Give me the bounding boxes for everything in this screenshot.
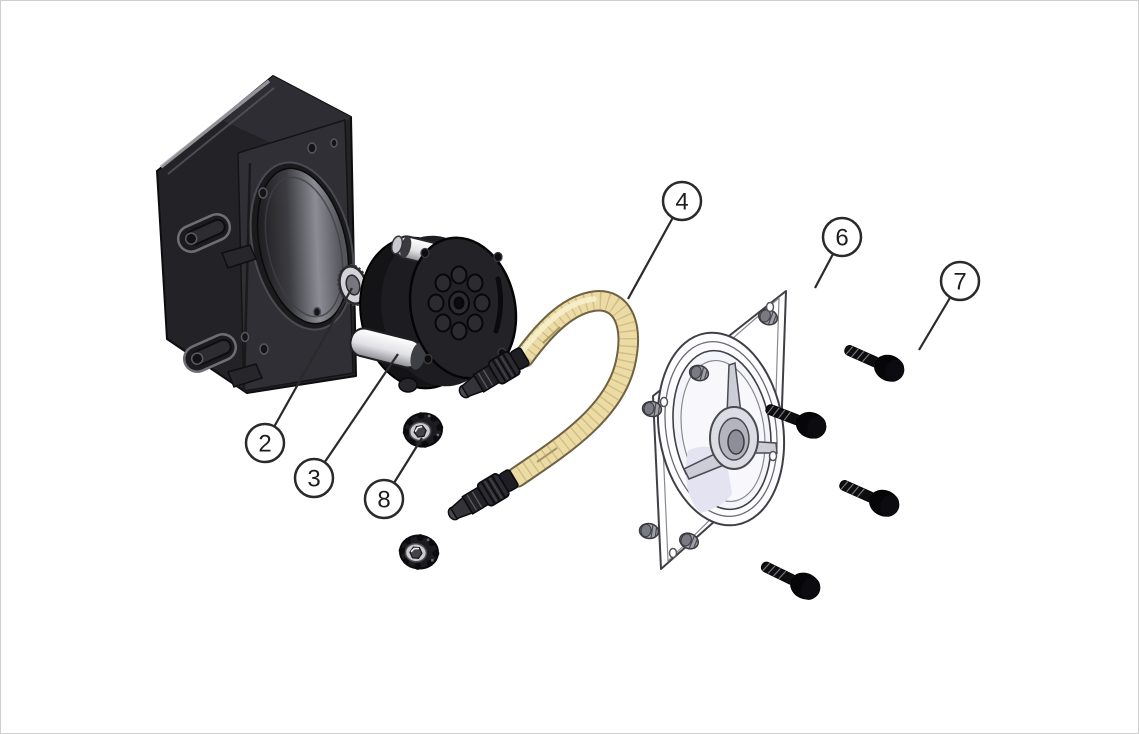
tube-fitting-bottom [447, 469, 519, 521]
callout-leader-2 [264, 287, 353, 444]
pump-tube [447, 290, 639, 521]
callout-layer: 2 3 4 6 7 8 [244, 180, 981, 520]
cover-corner-holes [659, 301, 778, 559]
callout-number-8: 8 [377, 487, 390, 514]
callout-leader-3 [313, 353, 399, 479]
pump-head-assembly [349, 235, 518, 393]
thumb-screw-1 [839, 336, 909, 387]
housing-mount-holes [240, 138, 338, 355]
tube-fitting-nut-2 [396, 531, 442, 573]
callout-number-3: 3 [307, 466, 320, 493]
callout-number-7: 7 [953, 269, 966, 296]
tube-fitting-top [458, 347, 530, 399]
callout-number-4: 4 [675, 189, 688, 216]
housing-slot-top [176, 213, 232, 253]
callout-balloon-6 [821, 216, 863, 258]
pump-roller-bottom [349, 327, 426, 370]
callout-balloon-2 [244, 422, 286, 464]
cover-boss [637, 521, 661, 541]
callout-number-6: 6 [835, 225, 848, 252]
pump-plate-screws [420, 247, 507, 365]
callout-balloon-7 [939, 260, 981, 302]
cover-rotor [682, 361, 778, 480]
thumb-screw-3 [834, 471, 904, 522]
motor-housing [156, 75, 357, 394]
pump-rotor-pattern [427, 265, 491, 341]
callout-balloon-8 [363, 478, 405, 520]
front-cover-plate [637, 290, 787, 570]
tube-fitting-nut-1 [399, 408, 447, 452]
callout-balloon-3 [293, 457, 335, 499]
callout-number-2: 2 [258, 431, 271, 458]
thumb-screw-4 [756, 553, 825, 605]
callout-balloon-4 [661, 180, 703, 222]
housing-slot-bottom [182, 333, 238, 373]
